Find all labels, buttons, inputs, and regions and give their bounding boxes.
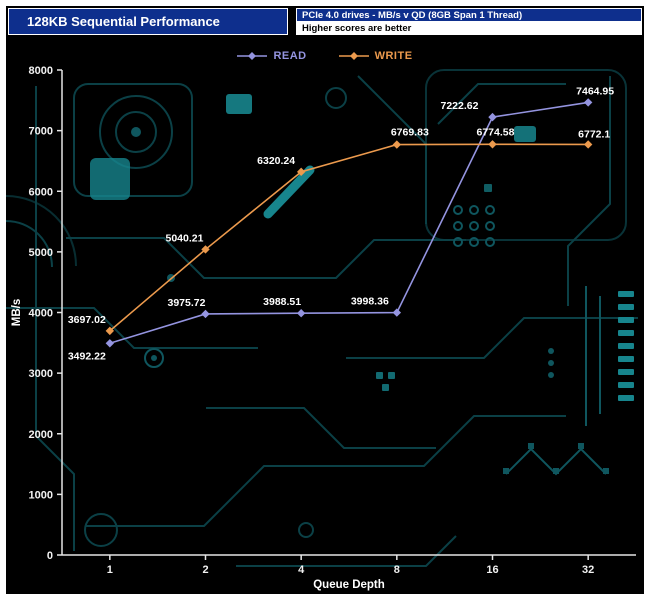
legend-label-read: READ xyxy=(273,50,307,62)
read-data-label: 3988.51 xyxy=(263,296,301,308)
read-data-label: 3998.36 xyxy=(351,296,389,308)
read-marker xyxy=(296,308,306,318)
x-tick-label: 32 xyxy=(582,564,594,576)
y-tick-label: 8000 xyxy=(29,65,53,77)
y-tick-label: 1000 xyxy=(29,489,53,501)
write-marker xyxy=(583,140,593,149)
legend-item-read: READ xyxy=(237,50,306,62)
chart-note: Higher scores are better xyxy=(302,22,412,34)
read-marker xyxy=(105,339,115,348)
write-data-label: 5040.21 xyxy=(166,232,204,244)
legend-item-write: WRITE xyxy=(338,50,413,62)
x-tick-label: 8 xyxy=(394,564,400,576)
read-marker xyxy=(583,98,593,107)
y-tick-label: 0 xyxy=(47,550,53,562)
y-tick-label: 4000 xyxy=(29,308,53,320)
write-data-label: 3697.02 xyxy=(68,314,106,326)
circuit-board-decoration xyxy=(6,69,638,567)
chart-subtitle-box: PCIe 4.0 drives - MB/s v QD (8GB Span 1 … xyxy=(296,8,642,22)
y-tick-label: 5000 xyxy=(29,247,53,259)
chart-title-box: 128KB Sequential Performance xyxy=(8,8,288,35)
write-marker xyxy=(105,326,115,336)
x-tick-label: 16 xyxy=(486,564,498,576)
write-marker xyxy=(392,140,402,149)
x-axis-title: Queue Depth xyxy=(313,579,385,591)
x-tick-label: 4 xyxy=(298,564,305,576)
read-data-label: 7222.62 xyxy=(441,100,479,112)
read-marker xyxy=(201,309,210,319)
read-data-label: 7464.95 xyxy=(576,85,614,97)
write-line xyxy=(109,143,589,332)
y-tick-label: 2000 xyxy=(29,429,53,441)
write-marker xyxy=(201,245,210,254)
chart-subtitle: PCIe 4.0 drives - MB/s v QD (8GB Span 1 … xyxy=(302,9,523,21)
x-tick-label: 1 xyxy=(107,564,113,576)
chart-canvas: 128KB Sequential Performance PCIe 4.0 dr… xyxy=(6,6,644,594)
read-data-label: 3975.72 xyxy=(168,297,206,309)
read-data-label: 3492.22 xyxy=(68,350,106,362)
circuit-bright-pads xyxy=(90,94,634,401)
read-series-marker-icon xyxy=(237,52,268,60)
chart-title: 128KB Sequential Performance xyxy=(27,14,220,29)
y-tick-label: 6000 xyxy=(29,186,53,198)
write-data-label: 6772.1 xyxy=(578,128,610,140)
circuit-pads xyxy=(131,127,609,474)
read-marker xyxy=(392,308,402,317)
read-marker xyxy=(488,112,497,122)
legend-label-write: WRITE xyxy=(374,50,413,62)
read-line xyxy=(109,101,589,345)
write-data-label: 6774.58 xyxy=(477,126,515,138)
write-marker xyxy=(488,140,497,149)
write-series-marker-icon xyxy=(338,52,369,60)
line-chart: 0 1000 2000 3000 4000 5000 6000 7000 8000 1 2 4 8 16 3… xyxy=(11,65,636,591)
legend: READ WRITE xyxy=(6,48,644,64)
x-tick-label: 2 xyxy=(202,564,208,576)
y-tick-label: 7000 xyxy=(29,126,53,138)
write-data-label: 6769.83 xyxy=(391,127,429,139)
write-data-label: 6320.24 xyxy=(257,155,295,167)
y-axis-title: MB/s xyxy=(11,299,23,326)
chart-note-box: Higher scores are better xyxy=(296,21,642,35)
circuit-traces xyxy=(6,69,638,567)
y-tick-label: 3000 xyxy=(29,368,53,380)
write-marker xyxy=(296,167,306,177)
